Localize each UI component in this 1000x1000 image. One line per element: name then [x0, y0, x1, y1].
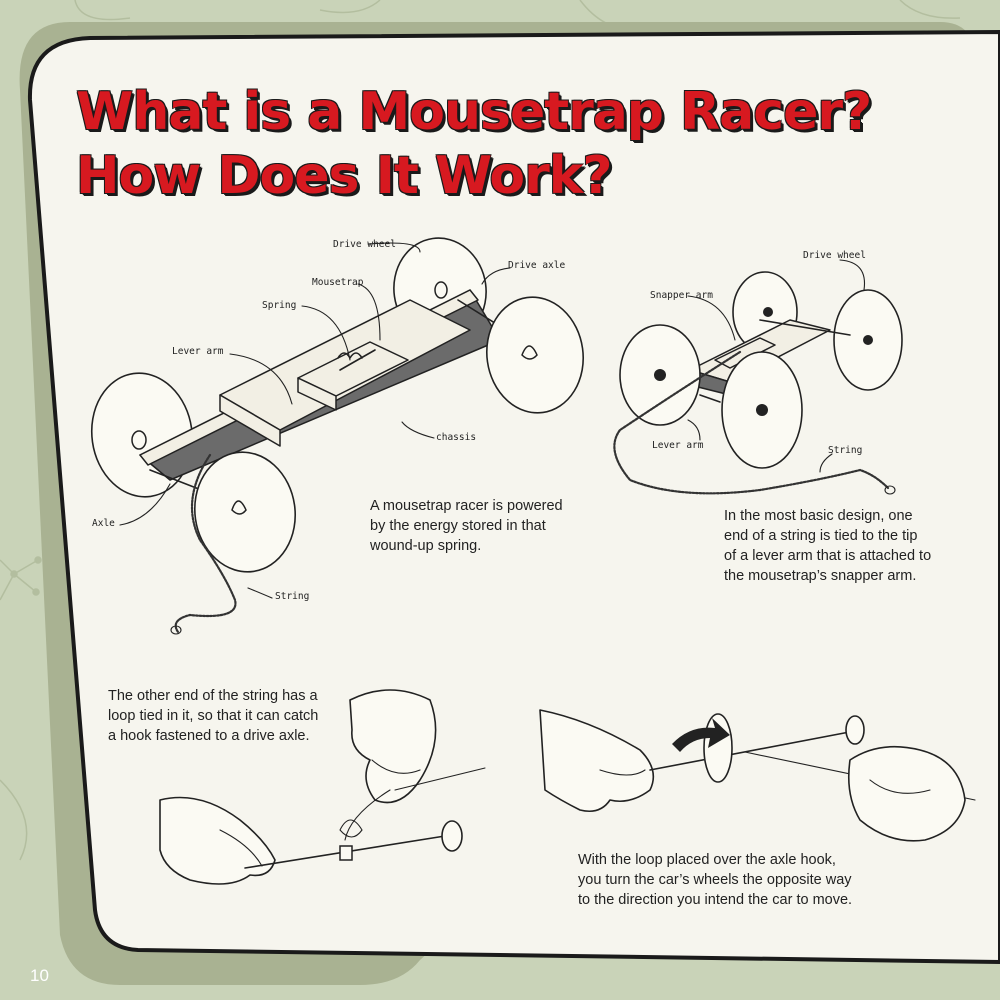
finger-line [599, 769, 646, 776]
label-snapper-arm: Snapper arm [650, 290, 713, 301]
caption-line: the mousetrap’s snapper arm. [724, 568, 917, 584]
page-title-line-2: How Does It Work? [76, 146, 613, 206]
axle-hook [339, 845, 353, 861]
wheel-hub [756, 404, 768, 416]
axle-wheel-end [845, 715, 865, 745]
leader-lever-arm [229, 353, 293, 405]
string-loop [170, 625, 182, 635]
label-string-2: String [828, 445, 863, 456]
wheel-hub [654, 369, 666, 381]
mousetrap-body [714, 337, 776, 369]
caption-powered: A mousetrap racer is powered by the ener… [370, 496, 563, 556]
label-drive-wheel: Drive wheel [333, 239, 396, 250]
wheel-hub [521, 345, 538, 360]
leader-lever-arm [687, 419, 701, 441]
string-rope [613, 350, 890, 495]
caption-line: you turn the car’s wheels the opposite w… [578, 872, 852, 888]
caption-line: end of a string is tied to the tip [724, 528, 918, 544]
caption-line: by the energy stored in that [370, 518, 546, 534]
wheel-hub [763, 307, 773, 317]
caption-line: loop tied in it, so that it can catch [108, 708, 319, 724]
upper-hand [349, 689, 437, 804]
finger-line [869, 779, 931, 794]
caption-loop-placed: With the loop placed over the axle hook,… [578, 850, 852, 910]
rear-axle [699, 394, 721, 403]
left-hand [539, 709, 655, 813]
caption-line: a hook fastened to a drive axle. [108, 728, 310, 744]
caption-line: wound-up spring. [370, 538, 482, 554]
leader-spring [301, 305, 351, 361]
caption-line: A mousetrap racer is powered [370, 498, 563, 514]
label-string: String [275, 591, 310, 602]
atomic-star-decor [0, 556, 42, 601]
decor-curve [899, 0, 961, 19]
page-title-line-1: What is a Mousetrap Racer? [76, 82, 872, 142]
label-drive-axle: Drive axle [508, 260, 566, 271]
label-lever-arm: Lever arm [172, 346, 224, 357]
content-panel [27, 30, 1000, 964]
string-rope [174, 453, 237, 634]
caption-line: With the loop placed over the axle hook, [578, 852, 836, 868]
page-number: 10 [30, 966, 49, 985]
string-loop [884, 485, 896, 495]
leader-drive-wheel [367, 242, 421, 253]
caption-line: The other end of the string has a [108, 688, 318, 704]
finger-line [371, 759, 421, 774]
leader-drive-axle [481, 267, 511, 285]
caption-other-end: The other end of the string has a loop t… [108, 686, 318, 746]
leader-chassis [401, 421, 435, 439]
base-board-edge [219, 394, 281, 447]
wheel-hub [863, 335, 873, 345]
leader-string [819, 453, 833, 473]
decor-curve [74, 0, 131, 21]
string-line [394, 767, 486, 791]
finger-line [219, 829, 263, 867]
wheel-hub [131, 430, 147, 450]
lower-hand [159, 796, 276, 885]
label-chassis: chassis [436, 432, 477, 443]
leader-snapper-arm [687, 295, 736, 341]
caption-line: to the direction you intend the car to m… [578, 892, 853, 908]
leader-mousetrap [357, 283, 381, 341]
rotate-arrow-icon [672, 718, 730, 752]
wheel-hub [434, 281, 448, 299]
decor-curve [0, 779, 28, 861]
axle-wheel-end [441, 820, 463, 852]
label-mousetrap: Mousetrap [312, 277, 364, 288]
label-axle: Axle [92, 518, 115, 529]
label-drive-wheel-2: Drive wheel [803, 250, 866, 261]
caption-basic-design: In the most basic design, one end of a s… [724, 506, 931, 586]
caption-line: of a lever arm that is attached to [724, 548, 932, 564]
decor-curve [319, 0, 381, 14]
caption-line: In the most basic design, one [724, 508, 913, 524]
label-spring: Spring [262, 300, 297, 311]
leader-drive-wheel [839, 259, 866, 291]
leader-axle [119, 483, 171, 526]
mousetrap-edge [297, 377, 337, 411]
snapper-bar [339, 349, 376, 371]
string-loop [339, 819, 363, 838]
leader-string [247, 587, 273, 599]
drive-axle [759, 319, 851, 336]
axle-rod [649, 729, 861, 771]
wheel-hub [231, 500, 247, 515]
label-lever-arm-2: Lever arm [652, 440, 704, 451]
